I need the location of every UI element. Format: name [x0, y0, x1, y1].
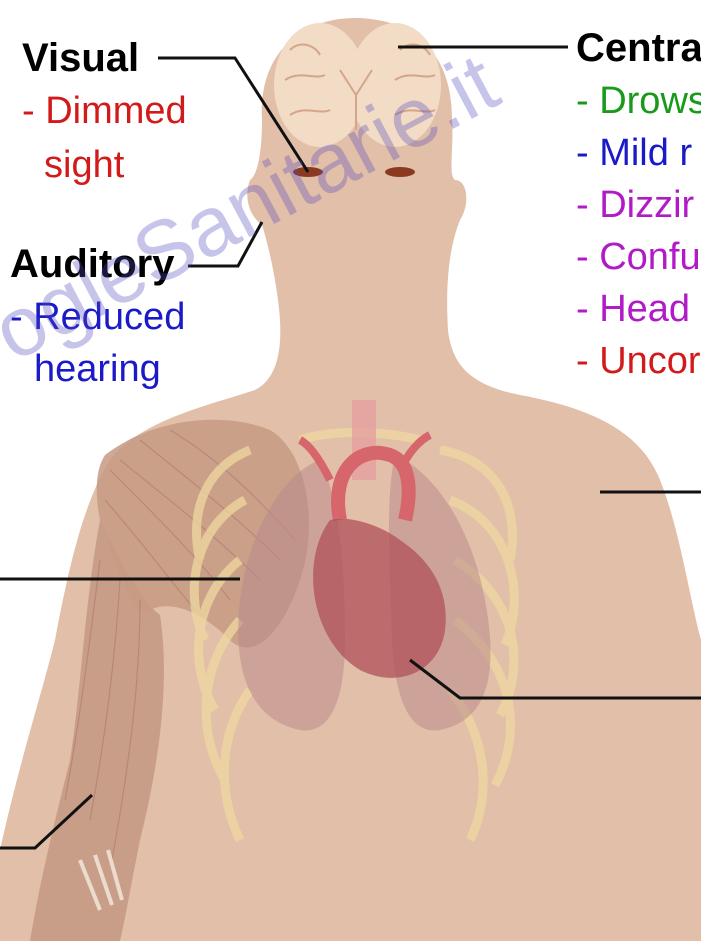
central-heading: Centra: [576, 28, 701, 68]
central-symptom-4: - Confu: [576, 238, 701, 276]
visual-heading: Visual: [22, 38, 139, 78]
central-symptom-1: - Drows: [576, 82, 701, 120]
visual-symptom-line-1: - Dimmed: [22, 92, 187, 130]
central-symptom-2: - Mild r: [576, 134, 692, 172]
visual-symptom-line-2: sight: [44, 146, 124, 184]
central-symptom-5: - Head: [576, 290, 690, 328]
central-symptom-6: - Uncor: [576, 342, 701, 380]
central-symptom-3: - Dizzir: [576, 186, 694, 224]
